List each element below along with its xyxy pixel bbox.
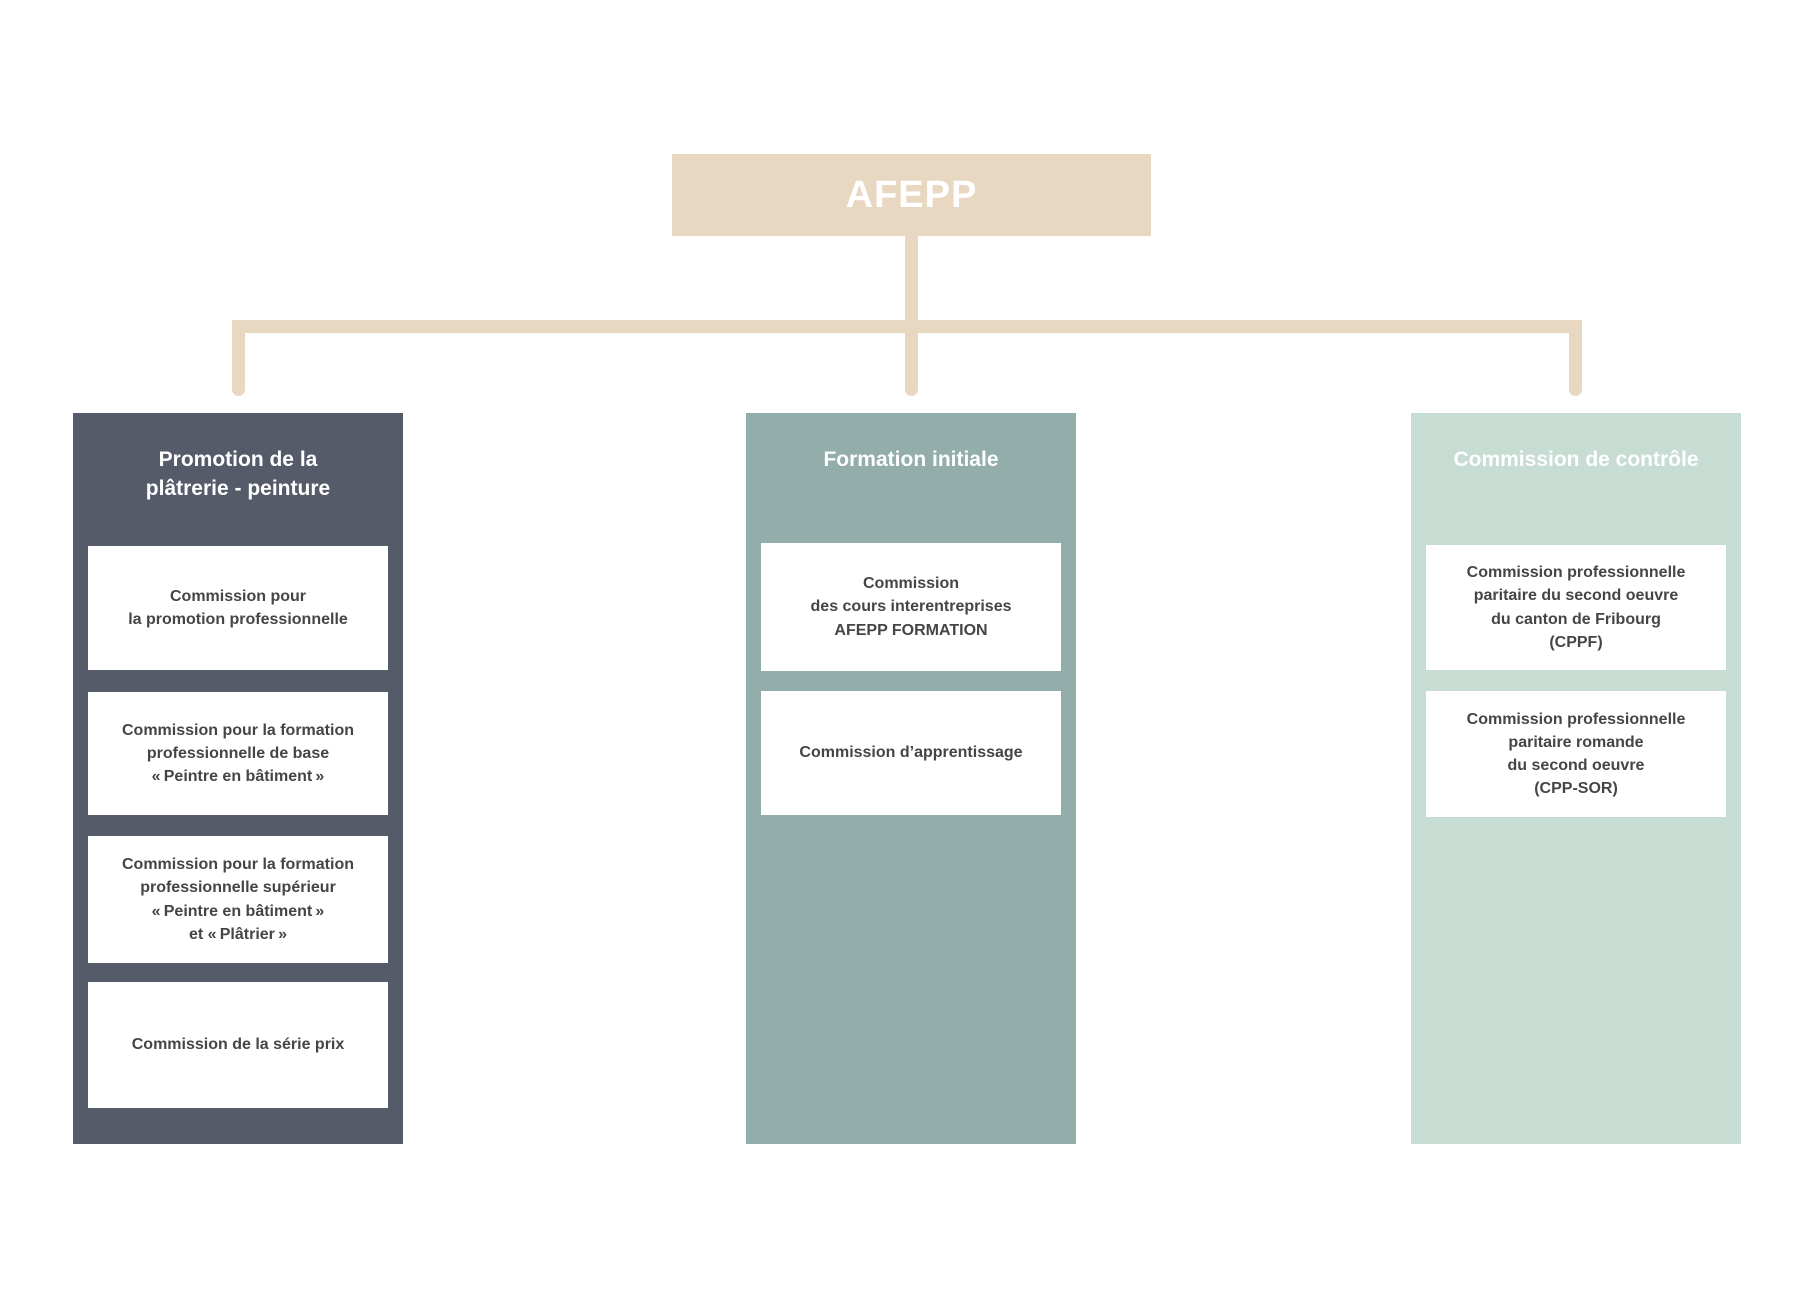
card-serie-prix: Commission de la série prix [88,982,388,1108]
connector-horizontal-bar [232,320,1582,333]
connector-trunk [905,236,918,396]
card-formation-base: Commission pour la formation professionn… [88,692,388,815]
column-formation-initiale: Formation initiale Commission des cours … [746,413,1076,1144]
column-title-commission-controle: Commission de contrôle [1453,448,1699,471]
card-apprentissage: Commission d’apprentissage [761,691,1061,815]
card-cours-interentreprises: Commission des cours interentreprises AF… [761,543,1061,671]
column-title-promotion: Promotion de la plâtrerie - peinture [145,448,331,500]
root-node-title: AFEPP [845,173,978,216]
column-title-formation-initiale: Formation initiale [823,448,999,471]
column-promotion-platrerie-peinture: Promotion de la plâtrerie - peinture Com… [73,413,403,1144]
root-node-afepp: AFEPP [672,154,1151,236]
column-commission-controle: Commission de contrôle Commission profes… [1411,413,1741,1144]
card-cpp-sor: Commission professionnelle paritaire rom… [1426,691,1726,817]
card-cppf: Commission professionnelle paritaire du … [1426,545,1726,670]
connector-drop-left [232,320,245,396]
card-formation-superieure: Commission pour la formation professionn… [88,836,388,963]
card-promotion-professionnelle: Commission pour la promotion professionn… [88,546,388,670]
connector-drop-right [1569,320,1582,396]
